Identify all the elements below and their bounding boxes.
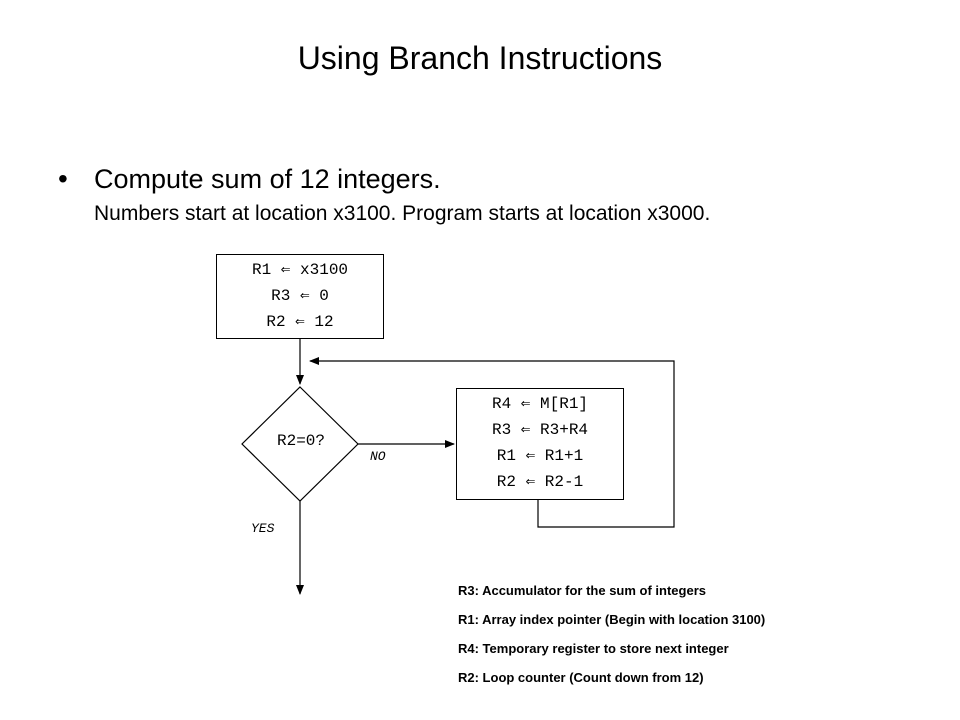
legend-r4: R4: Temporary register to store next int… — [458, 641, 729, 656]
bullet-main-text: Compute sum of 12 integers. — [94, 164, 441, 194]
decision-label: R2=0? — [276, 432, 325, 450]
init-line: R1 ⇐ x3100 — [251, 261, 349, 279]
yes-label: YES — [251, 521, 275, 536]
legend-r1: R1: Array index pointer (Begin with loca… — [458, 612, 766, 627]
legend-r2: R2: Loop counter (Count down from 12) — [458, 670, 704, 685]
bullet-marker: • — [58, 163, 68, 194]
init-box: R1 ⇐ x3100 R3 ⇐ 0 R2 ⇐ 12 — [216, 254, 384, 339]
loop-line: R1 ⇐ R1+1 — [496, 447, 584, 465]
page-title: Using Branch Instructions — [297, 40, 663, 76]
loop-line: R3 ⇐ R3+R4 — [491, 421, 589, 439]
loop-back-line — [309, 357, 675, 528]
legend-r3: R3: Accumulator for the sum of integers — [458, 583, 706, 598]
init-line: R2 ⇐ 12 — [266, 313, 334, 331]
loop-line: R2 ⇐ R2-1 — [496, 473, 584, 491]
init-line: R3 ⇐ 0 — [271, 287, 329, 305]
no-label: NO — [370, 449, 386, 464]
bullet-sub-text: Numbers start at location x3100. Program… — [94, 202, 711, 225]
loop-line: R4 ⇐ M[R1] — [491, 395, 589, 413]
loop-body-box: R4 ⇐ M[R1] R3 ⇐ R3+R4 R1 ⇐ R1+1 R2 ⇐ R2-… — [456, 388, 624, 500]
